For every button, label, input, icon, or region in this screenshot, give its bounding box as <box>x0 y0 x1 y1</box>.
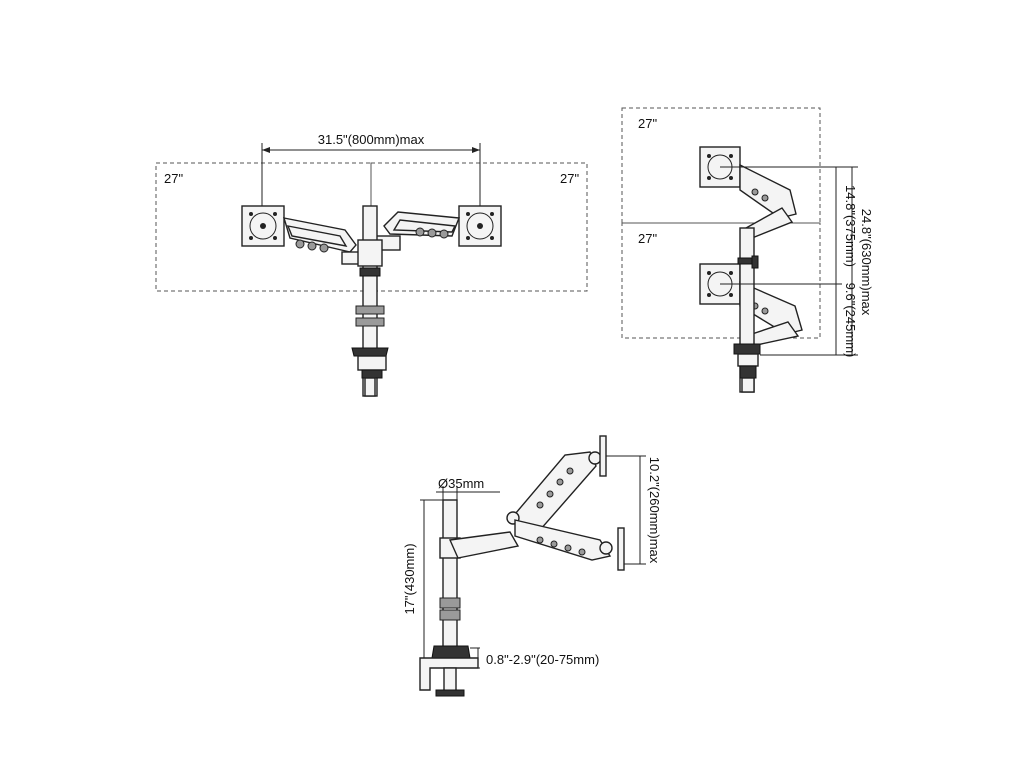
top-monitor-outline <box>621 107 821 224</box>
pole-diameter-dimension: Ø35mm <box>436 476 500 500</box>
stack-height-dimensions: 14.8"(375mm) 9.6"(245mm) 24.8"(630mm)max <box>720 166 874 358</box>
profile-pole <box>419 499 479 697</box>
tilt-travel-dimension: 10.2"(260mm)max <box>606 455 662 565</box>
front-pole <box>351 205 389 397</box>
profile-view: Ø35mm 17"(430mm) 0.8"-2.9"(20-75mm) <box>402 435 662 697</box>
bottom-monitor-outline <box>621 222 821 339</box>
right-vesa-plate <box>458 205 502 247</box>
front-view: 27" 27" 31.5"(800mm)max <box>155 132 588 397</box>
right-gas-arm <box>373 211 460 251</box>
clamp-range-dimension: 0.8"-2.9"(20-75mm) <box>470 647 599 669</box>
spacing-dimension-label: 31.5"(800mm)max <box>318 132 425 147</box>
right-monitor-size-label: 27" <box>560 171 579 186</box>
stack-pole <box>733 227 761 393</box>
profile-lower-arm <box>448 531 520 559</box>
tilt-travel-label: 10.2"(260mm)max <box>647 457 662 564</box>
upper-travel-label: 14.8"(375mm) <box>843 185 858 267</box>
pole-diameter-label: Ø35mm <box>438 476 484 491</box>
profile-upper-spring <box>506 435 607 531</box>
bottom-monitor-size-label: 27" <box>638 231 657 246</box>
pole-height-dimension: 17"(430mm) <box>402 499 443 659</box>
left-vesa-plate <box>241 205 285 247</box>
top-stack-arm <box>739 163 797 239</box>
profile-lower-spring <box>514 519 625 571</box>
lower-travel-label: 9.6"(245mm) <box>843 283 858 358</box>
stack-view: 27" 27" <box>621 107 874 393</box>
top-monitor-size-label: 27" <box>638 116 657 131</box>
spacing-dimension: 31.5"(800mm)max <box>261 132 481 212</box>
left-gas-arm <box>282 217 371 265</box>
left-monitor-outline <box>155 162 372 292</box>
pole-height-label: 17"(430mm) <box>402 543 417 614</box>
total-height-label: 24.8"(630mm)max <box>859 209 874 316</box>
clamp-range-label: 0.8"-2.9"(20-75mm) <box>486 652 599 667</box>
left-monitor-size-label: 27" <box>164 171 183 186</box>
